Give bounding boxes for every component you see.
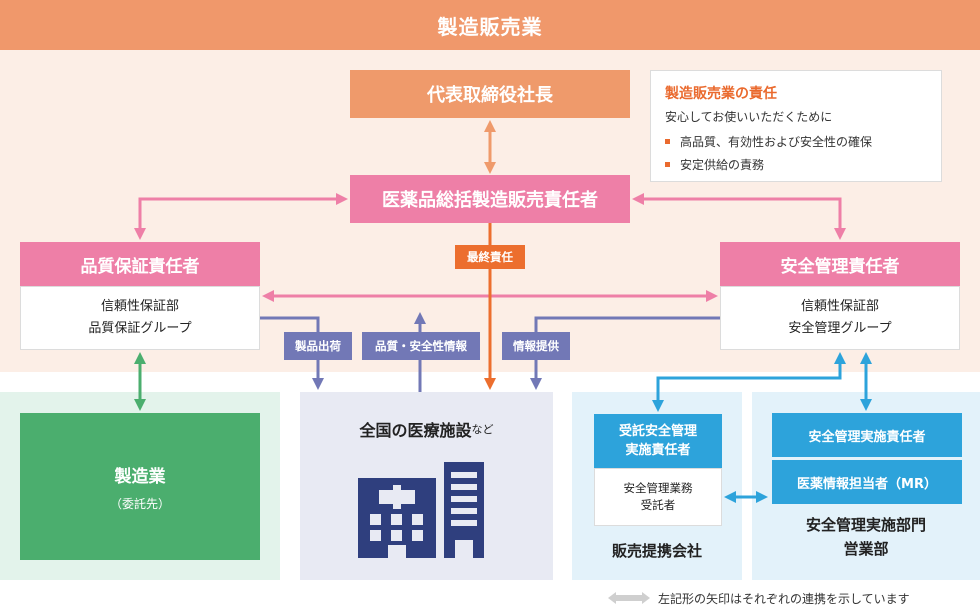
product-shipment-tag: 製品出荷 [284,332,352,360]
distributor-body-line1: 安全管理業務 [623,481,693,495]
safety-implementation-head: 安全管理実施責任者 [772,413,962,457]
safety-dept-line2: 安全管理グループ [788,321,892,336]
sales-dept-line2: 営業部 [843,540,889,558]
final-responsibility-tag: 最終責任 [455,245,525,269]
responsibility-item: 安定供給の責務 [665,156,927,173]
quality-assurance-dept: 信頼性保証部 品質保証グループ [20,286,260,350]
double-arrow-icon [608,592,650,604]
hospital-icon [358,478,436,558]
medical-facility-title: 全国の医療施設など [300,412,553,446]
sales-dept-name: 安全管理実施部門 営業部 [752,510,980,564]
responsibility-item-text: 高品質、有効性および安全性の確保 [680,135,873,149]
footer-note: 左記形の矢印はそれぞれの連携を示しています [608,588,980,608]
distributor-name: 販売提携会社 [611,541,702,560]
ceo-box: 代表取締役社長 [350,70,630,118]
responsibility-title: 製造販売業の責任 [665,86,777,102]
responsibility-item: 高品質、有効性および安全性の確保 [665,133,927,150]
footer-note-text: 左記形の矢印はそれぞれの連携を示しています [658,591,910,606]
safety-management-dept: 信頼性保証部 安全管理グループ [720,286,960,350]
info-provision-tag: 情報提供 [502,332,570,360]
responsibility-panel: 製造販売業の責任 安心してお使いいただくために 高品質、有効性および安全性の確保… [650,70,942,182]
manufacturer-box: 製造業 （委託先） [20,413,260,560]
office-building-icon [444,462,484,558]
supervisor-quality-arrow [134,193,348,240]
safety-dept-line1: 信頼性保証部 [800,299,879,314]
facility-title-text: 全国の医療施設 [359,421,472,440]
manufacturer-title: 製造業 [114,466,166,487]
medical-representative-box: 医薬情報担当者（MR） [772,460,962,504]
safety-distributor-arrow [652,352,846,412]
distributor-head: 受託安全管理 実施責任者 [594,414,722,468]
responsibility-subtitle: 安心してお使いいただくために [665,110,833,124]
quality-safety-info-tag: 品質・安全性情報 [362,332,480,360]
responsibility-item-text: 安定供給の責務 [680,158,765,172]
quality-dept-line1: 信頼性保証部 [100,299,179,314]
quality-dept-line2: 品質保証グループ [88,321,192,336]
sales-dept-line1: 安全管理実施部門 [805,516,926,534]
distributor-head-line1: 受託安全管理 [618,424,697,439]
bullet-icon [665,139,670,144]
distributor-body: 安全管理業務 受託者 [594,468,722,526]
general-supervisor-box: 医薬品総括製造販売責任者 [350,175,630,223]
safety-management-head: 安全管理責任者 [720,242,960,286]
supervisor-safety-arrow [632,193,846,240]
quality-assurance-head: 品質保証責任者 [20,242,260,286]
manufacturer-subtitle: （委託先） [109,496,170,511]
header-title: 製造販売業 [0,0,980,50]
facility-suffix: など [471,423,494,436]
bullet-icon [665,162,670,167]
product-shipment-arrow [260,316,324,390]
distributor-body-line2: 受託者 [640,498,676,512]
distributor-head-line2: 実施責任者 [625,443,691,458]
info-provision-arrow [530,316,720,390]
